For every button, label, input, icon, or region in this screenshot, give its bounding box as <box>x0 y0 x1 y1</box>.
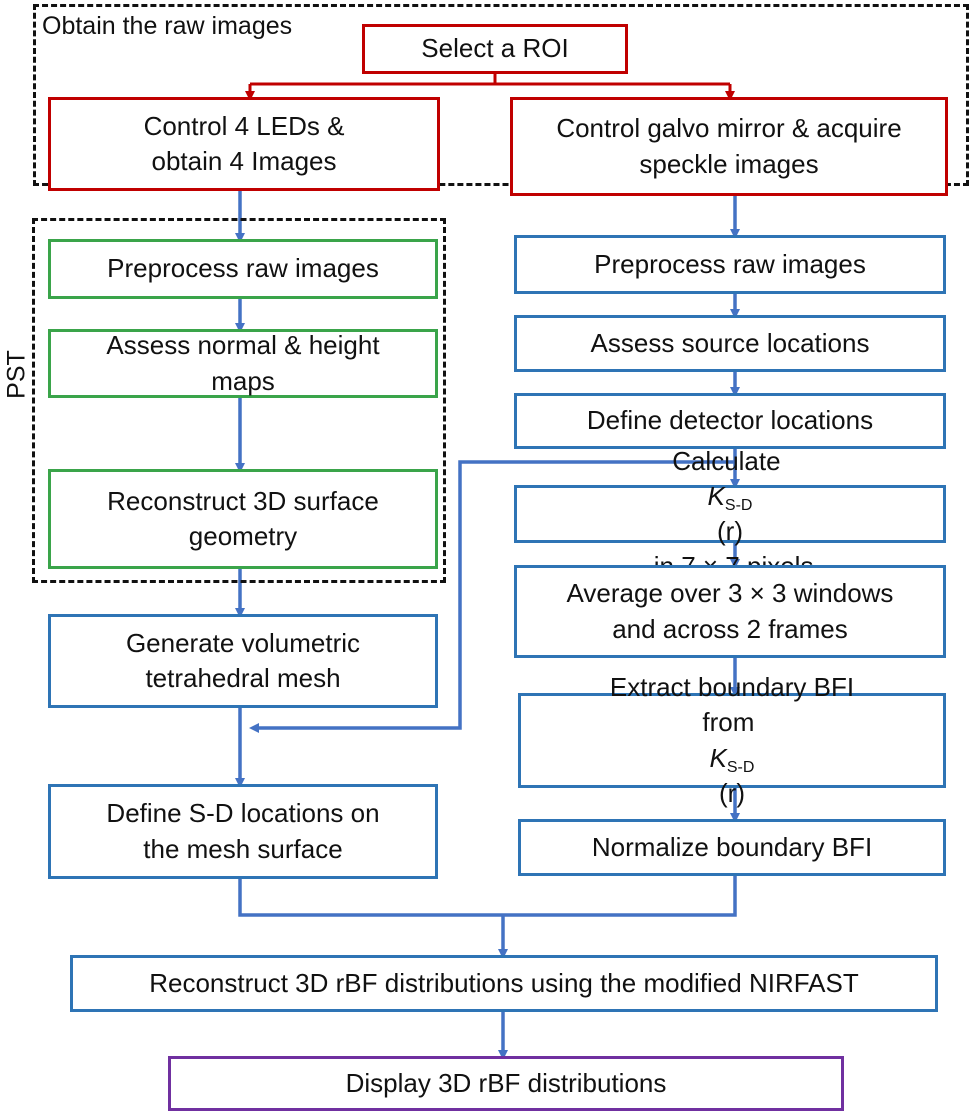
group-obtain-raw-images <box>33 4 969 186</box>
node-select-roi: Select a ROI <box>362 24 628 74</box>
extract-bfi-formula: from KS-D(r) <box>702 707 762 808</box>
node-control-leds: Control 4 LEDs &obtain 4 Images <box>48 97 440 191</box>
node-reconstruct-rbf: Reconstruct 3D rBF distributions using t… <box>70 955 938 1012</box>
node-normalize-bfi: Normalize boundary BFI <box>518 819 946 876</box>
node-preprocess-right: Preprocess raw images <box>514 235 946 294</box>
node-assess-source: Assess source locations <box>514 315 946 372</box>
connector-detector-to-sd <box>249 460 735 733</box>
node-preprocess-left: Preprocess raw images <box>48 239 438 299</box>
node-define-detector: Define detector locations <box>514 393 946 449</box>
node-calculate-k: Calculate KS-D(r) in 7 × 7 pixels <box>514 446 946 581</box>
node-extract-bfi: Extract boundary BFI from KS-D(r) <box>518 672 946 808</box>
connector-roi-split <box>250 74 730 86</box>
connector-merge <box>238 876 737 917</box>
calculate-k-text: Calculate KS-D(r) in 7 × 7 pixels <box>654 445 814 581</box>
node-display-rbf: Display 3D rBF distributions <box>168 1056 844 1111</box>
group-label-obtain-raw-images: Obtain the raw images <box>42 12 293 40</box>
group-pst <box>32 218 446 583</box>
group-label-pst: PST <box>2 350 31 399</box>
